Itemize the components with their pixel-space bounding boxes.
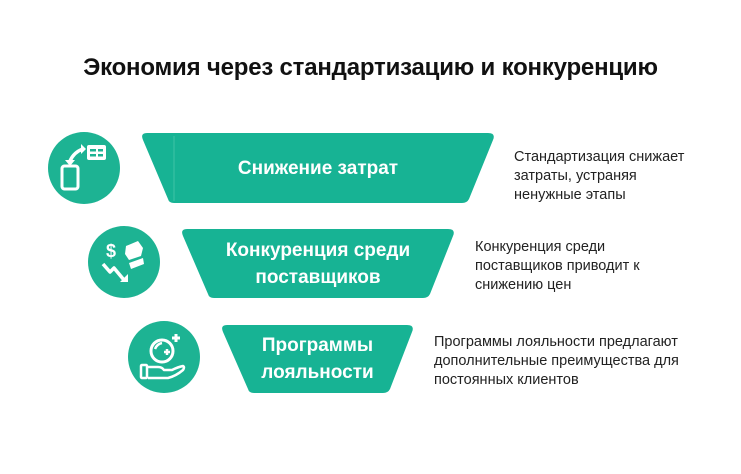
icon-circle-1 xyxy=(48,132,120,204)
stage-1-label: Снижение затрат xyxy=(237,157,399,179)
stage-2-label: Конкуренция среди поставщиков xyxy=(225,239,411,288)
stage-1-cost-reduction: Снижение затрат xyxy=(141,133,495,203)
stage-3-loyalty-programs: Программы лояльности xyxy=(221,325,414,393)
page-title: Экономия через стандартизацию и конкурен… xyxy=(83,54,658,81)
icon-circle-2: $ xyxy=(88,226,160,298)
hand-holding-bonus-icon xyxy=(139,334,186,380)
stage-1-description: Стандартизация снижает затраты, устраняя… xyxy=(514,149,685,203)
icon-circle-3 xyxy=(128,321,200,393)
stage-2-supplier-competition: Конкуренция среди поставщиков xyxy=(181,229,455,298)
dollar-price-drop-icon: $ xyxy=(101,241,144,282)
phone-exchange-table-icon xyxy=(60,144,106,191)
stage-2-description: Конкуренция среди поставщиков приводит к… xyxy=(475,239,640,293)
svg-text:$: $ xyxy=(106,241,116,261)
stage-3-description: Программы лояльности предлагают дополнит… xyxy=(434,334,679,388)
stage-3-label: Программы лояльности xyxy=(261,335,374,383)
